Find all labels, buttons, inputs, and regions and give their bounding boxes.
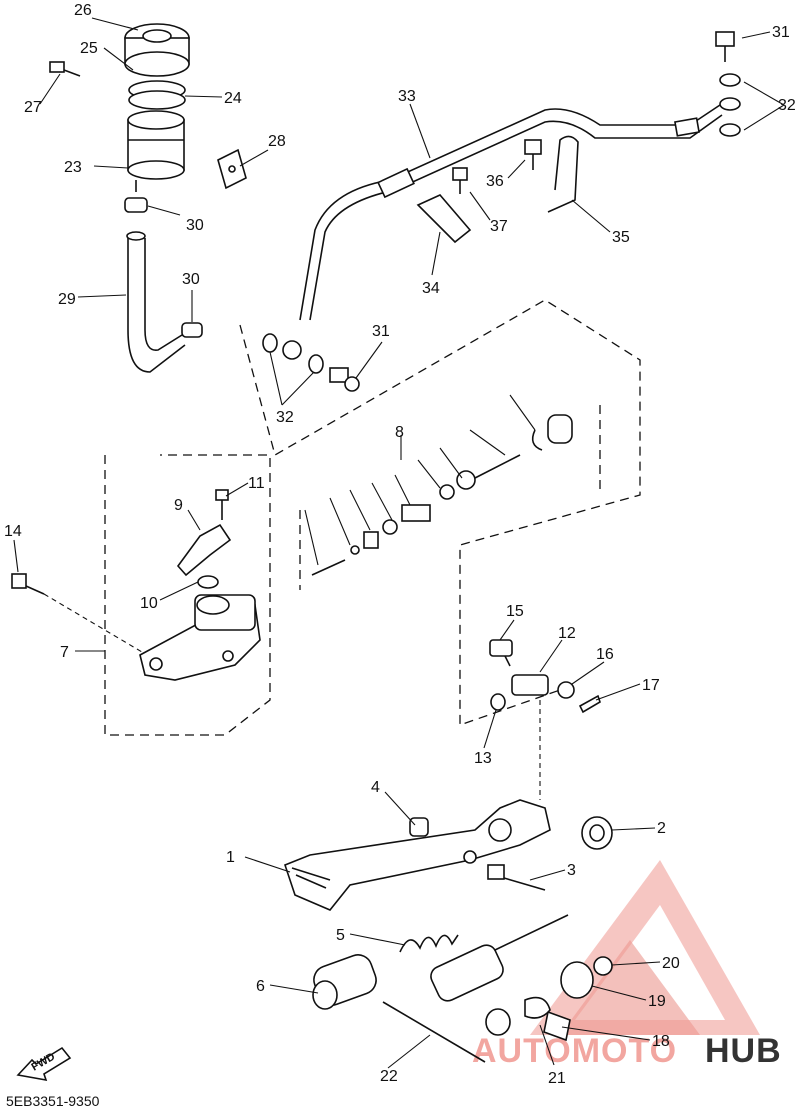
callout-27: 27 (24, 99, 42, 116)
callout-33: 33 (398, 88, 416, 105)
leader-lines (13, 17, 785, 1069)
callout-5: 5 (336, 927, 345, 944)
reservoir-diaphragm (128, 80, 186, 110)
pedal-bolt (487, 864, 546, 891)
callout-24: 24 (224, 90, 242, 107)
callout-26: 26 (74, 2, 92, 19)
pivot-bolt (485, 996, 551, 1036)
joint-screw (215, 489, 229, 520)
hose-guide-clamp (416, 194, 472, 244)
callout-20: 20 (662, 955, 680, 972)
union-bolt-lower (329, 367, 360, 392)
brake-rod-clevis (511, 674, 549, 696)
assembly-outline-caliper (104, 454, 271, 736)
bolt-36 (524, 139, 542, 170)
callout-21: 21 (548, 1070, 566, 1087)
brake-hose (282, 104, 723, 360)
assembly-outline-master-cylinder (239, 299, 641, 726)
callout-25: 25 (80, 40, 98, 57)
callout-6: 6 (256, 978, 265, 995)
callout-32-lower: 32 (276, 409, 294, 426)
collar (593, 956, 613, 976)
footrest-rubber (312, 954, 377, 1010)
callout-23: 23 (64, 159, 82, 176)
callout-7: 7 (60, 644, 69, 661)
bolt-37 (452, 167, 468, 194)
callout-19: 19 (648, 993, 666, 1010)
callout-28: 28 (268, 133, 286, 150)
master-cylinder-kit (304, 394, 573, 576)
callout-4: 4 (371, 779, 380, 796)
diagram-code: 5EB3351-9350 (6, 1093, 100, 1109)
callout-10: 10 (140, 595, 158, 612)
reservoir-body (127, 110, 185, 192)
pivot-shaft (430, 914, 569, 1002)
hose-clip-lower (181, 322, 203, 338)
copper-washers-upper (719, 73, 741, 137)
callout-36: 36 (486, 173, 504, 190)
svg-text:AUTOMOTO: AUTOMOTO (472, 1032, 677, 1070)
hose-clip-upper (124, 197, 148, 213)
callout-11: 11 (248, 475, 265, 492)
locknut (490, 693, 506, 711)
reservoir-hose (126, 231, 191, 373)
callout-37: 37 (490, 218, 508, 235)
callout-30-lower: 30 (182, 271, 200, 288)
reservoir-screw (49, 61, 81, 77)
svg-text:HUB: HUB (705, 1032, 782, 1070)
cotter-pin-long (382, 1001, 486, 1063)
callout-labels: 1 2 3 4 5 6 7 8 9 10 11 12 13 14 15 16 1… (4, 2, 796, 1087)
callout-16: 16 (596, 646, 614, 663)
pedal-nut (409, 817, 429, 837)
callout-2: 2 (657, 820, 666, 837)
union-bolt-upper (715, 31, 735, 62)
return-spring (399, 934, 459, 953)
callout-22: 22 (380, 1068, 398, 1085)
callout-31-lower: 31 (372, 323, 390, 340)
hose-guide-bracket (547, 135, 579, 213)
stopper-plate (543, 1010, 571, 1042)
damper-rubber (560, 961, 594, 999)
reservoir-bracket-plate (217, 148, 247, 190)
callout-15: 15 (506, 603, 524, 620)
callout-13: 13 (474, 750, 492, 767)
pedal-washer (581, 816, 613, 850)
hose-joint (176, 523, 232, 577)
assembly-outline-piston-kit (299, 405, 601, 590)
callout-9: 9 (174, 497, 183, 514)
watermark-logo (530, 860, 760, 1035)
callout-34: 34 (422, 280, 440, 297)
callout-31-upper: 31 (772, 24, 790, 41)
master-cylinder-body (139, 594, 261, 681)
clevis-washer (557, 681, 575, 699)
callout-12: 12 (558, 625, 576, 642)
master-cylinder-bolt (11, 573, 45, 595)
callout-17: 17 (642, 677, 660, 694)
callout-8: 8 (395, 424, 404, 441)
callout-35: 35 (612, 229, 630, 246)
callout-1: 1 (226, 849, 235, 866)
fwd-arrow-icon: FWD (16, 1046, 72, 1082)
callout-14: 14 (4, 523, 22, 540)
watermark-text: AUTOMOTO HUB (472, 1032, 782, 1070)
clevis-pin (489, 639, 513, 667)
reservoir-cap (124, 23, 190, 77)
callout-30-upper: 30 (186, 217, 204, 234)
o-ring (197, 575, 219, 589)
bolt-axis-line (43, 593, 143, 653)
callout-3: 3 (567, 862, 576, 879)
callout-32-upper: 32 (778, 97, 796, 114)
brake-pedal (284, 799, 551, 911)
cotter-pin (578, 694, 601, 714)
callout-29: 29 (58, 291, 76, 308)
callout-18: 18 (652, 1033, 670, 1050)
